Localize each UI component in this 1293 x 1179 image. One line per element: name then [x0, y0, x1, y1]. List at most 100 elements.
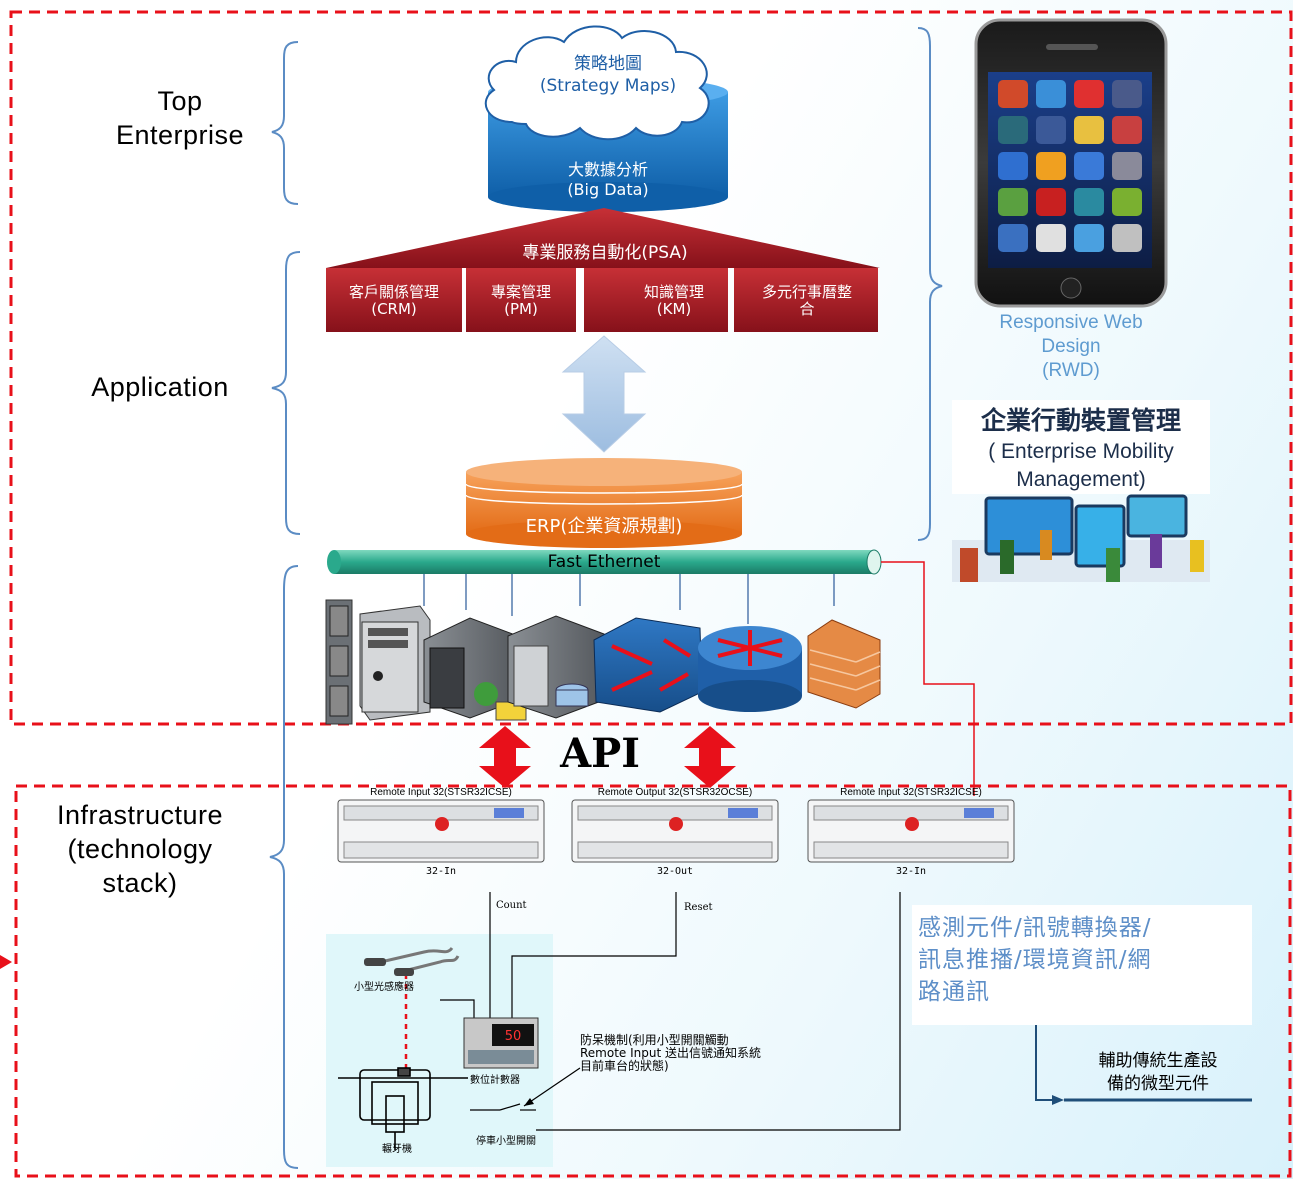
digital-counter-icon: 50 [463, 1017, 539, 1069]
psa-roof [326, 208, 880, 268]
counter-label: 數位計數器 [470, 1075, 520, 1086]
bus-red-link [881, 561, 975, 796]
remote-module-1-port: 32-In [425, 866, 457, 877]
psa-km-en: (KM) [656, 300, 692, 318]
wire-count-label: Count [496, 900, 527, 911]
remote-module-1-title: Remote Input 32(STSR32ICSE) [370, 787, 512, 798]
psa-calendar-line1: 多元行事曆整 [761, 283, 852, 301]
psa-module-calendar: 多元行事曆整 合 [736, 284, 878, 318]
layer-label-application: Application [91, 372, 229, 402]
bigdata-label: 大數據分析 (Big Data) [488, 160, 728, 200]
rwd-line1: Responsive Web [999, 312, 1143, 333]
sensor-note-panel [912, 905, 1252, 1025]
psa-crm-zh: 客戶關係管理 [348, 283, 439, 301]
rwd-line3: (RWD) [1042, 360, 1100, 381]
layer-top-line1: Top [157, 86, 203, 116]
strategy-cloud-icon [484, 25, 710, 141]
emm-zh: 企業行動裝置管理 [980, 407, 1181, 435]
strategy-maps-en: (Strategy Maps) [539, 76, 677, 96]
lower-dashed-border [14, 784, 1292, 1178]
fast-ethernet-label: Fast Ethernet [547, 552, 661, 572]
brace-top-enterprise [271, 41, 299, 205]
sensor-note-line2: 訊息推播/環境資訊/網 [918, 947, 1152, 973]
erp-cylinder [465, 458, 743, 548]
left-red-arrow-icon [0, 955, 12, 969]
photo-sensor-icon [364, 946, 460, 976]
upper-dashed-border [9, 10, 1293, 726]
psa-module-crm: 客戶關係管理 (CRM) [326, 284, 462, 318]
layer-label-infrastructure: Infrastructure (technology stack) [20, 798, 260, 900]
psa-pm-zh: 專案管理 [490, 283, 551, 301]
brace-right [917, 27, 943, 541]
psa-module-pm: 專案管理 (PM) [466, 284, 576, 318]
psa-calendar-line2: 合 [799, 300, 815, 318]
aux-components-note: 輔助傳統生產設 備的微型元件 [1062, 1050, 1254, 1096]
foolproof-line3: 目前車台的狀態) [580, 1059, 669, 1073]
db-server-icon [507, 615, 605, 719]
app-icons-grid [998, 80, 1142, 252]
strategy-maps-label: 策略地圖 (Strategy Maps) [496, 53, 720, 97]
layer-infra-line1: Infrastructure [56, 800, 224, 830]
tapping-machine-icon [338, 1067, 468, 1150]
api-label: API [560, 730, 640, 777]
emm-en-line1: ( Enterprise Mobility [988, 440, 1174, 463]
remote-module-3-title: Remote Input 32(STSR32ICSE) [840, 787, 982, 798]
emm-label: 企業行動裝置管理 ( Enterprise Mobility Managemen… [952, 400, 1210, 494]
strategy-maps-zh: 策略地圖 [574, 54, 642, 74]
router-icon [698, 626, 802, 712]
brace-application [271, 251, 301, 535]
api-arrow-right-icon [684, 726, 736, 788]
layer-label-top-enterprise: Top Enterprise [80, 84, 280, 152]
signal-wires [440, 892, 901, 1131]
brace-infrastructure [269, 565, 299, 1169]
api-arrow-left-icon [479, 726, 531, 788]
foolproof-note: 防呆機制(利用小型開關觸動 Remote Input 送出信號通知系統 目前車台… [580, 1034, 761, 1073]
psa-module-km: 知識管理 (KM) [610, 284, 738, 318]
remote-module-3-graphic [807, 799, 1015, 863]
sensor-components-note: 感測元件/訊號轉換器/ 訊息推播/環境資訊/網 路通訊 [918, 912, 1248, 1008]
remote-module-2-title: Remote Output 32(STSR32OCSE) [597, 787, 753, 798]
bigdata-en: (Big Data) [567, 180, 649, 199]
psa-crm-en: (CRM) [371, 300, 417, 318]
network-switch-icon [593, 617, 703, 713]
double-arrow-icon [561, 335, 647, 453]
layer-top-line2: Enterprise [115, 120, 245, 150]
rwd-label: Responsive Web Design (RWD) [946, 311, 1196, 383]
tapping-machine-label: 輾牙機 [382, 1144, 412, 1155]
switch-label: 停車小型開關 [476, 1136, 536, 1147]
foolproof-arrowhead-icon [524, 1098, 534, 1106]
sensor-label: 小型光感應器 [354, 982, 414, 993]
psa-box-km [584, 268, 728, 332]
emm-en-line2: Management) [1016, 468, 1146, 491]
bus-drop-lines [423, 574, 835, 624]
psa-box-calendar [734, 268, 878, 332]
psa-title: 專業服務自動化(PSA) [522, 243, 688, 263]
note-arrowhead-icon [1052, 1095, 1064, 1105]
remote-module-2-graphic [571, 799, 779, 863]
svg-text:50: 50 [505, 1029, 522, 1044]
remote-module-1-graphic [337, 799, 545, 863]
sensor-note-line3: 路通訊 [918, 979, 990, 1005]
mobile-devices-illustration [952, 494, 1210, 582]
server-rack-icon [325, 599, 353, 725]
bigdata-zh: 大數據分析 [567, 160, 648, 179]
layer-infra-line3: stack) [102, 868, 178, 898]
wire-reset-label: Reset [684, 902, 713, 913]
erp-label: ERP(企業資源規劃) [525, 516, 683, 537]
layer-infra-line2: (technology [67, 834, 213, 864]
aux-note-line1: 輔助傳統生產設 [1098, 1051, 1218, 1071]
remote-module-3-port: 32-In [895, 866, 927, 877]
foolproof-line2: Remote Input 送出信號通知系統 [580, 1046, 762, 1060]
firewall-icon [807, 619, 881, 709]
foolproof-line1: 防呆機制(利用小型開關觸動 [580, 1033, 729, 1047]
sensor-note-line1: 感測元件/訊號轉換器/ [918, 915, 1152, 941]
rwd-line2: Design [1041, 336, 1101, 357]
fast-ethernet-bus [327, 549, 882, 575]
aux-note-line2: 備的微型元件 [1107, 1074, 1209, 1094]
psa-pm-en: (PM) [504, 300, 538, 318]
remote-module-2-port: 32-Out [656, 866, 694, 877]
psa-box-crm [326, 268, 462, 332]
web-server-icon [423, 617, 527, 721]
pc-tower-icon [359, 605, 431, 721]
